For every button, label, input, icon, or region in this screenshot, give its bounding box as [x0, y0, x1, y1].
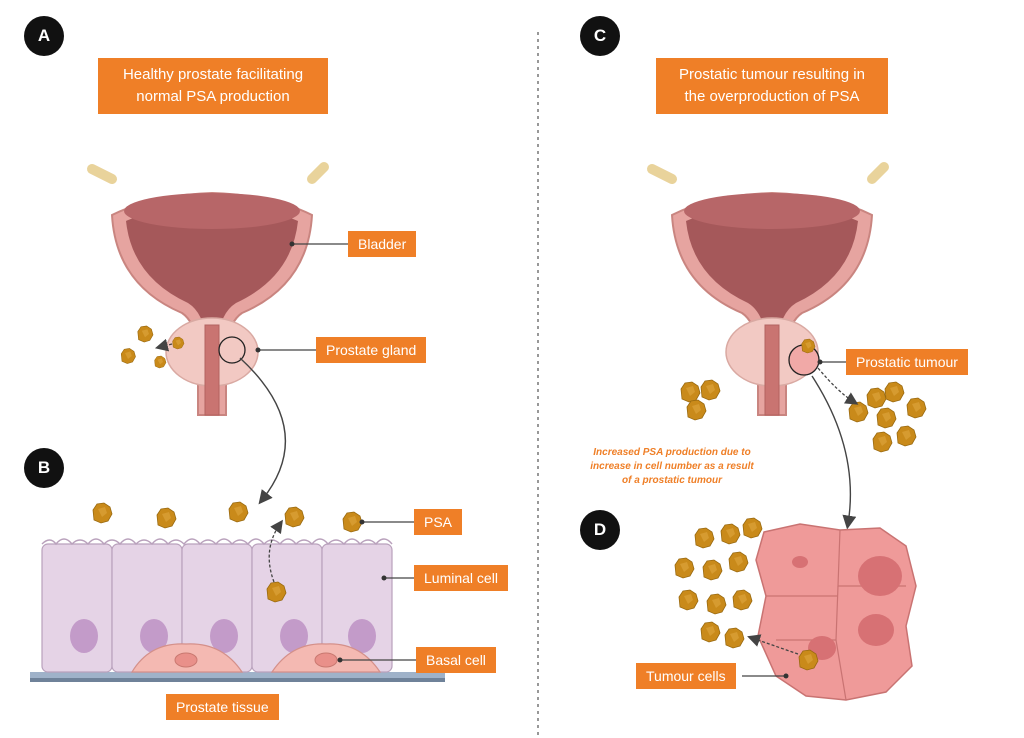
tumour-caption-line2: increase in cell number as a result: [590, 461, 754, 472]
panel-c-title-line2: the overproduction of PSA: [684, 88, 860, 105]
label-prostate-gland: Prostate gland: [316, 337, 427, 363]
panel-c-title-line1: Prostatic tumour resulting in: [679, 66, 865, 83]
panel-a-title-line1: Healthy prostate facilitating: [122, 66, 304, 83]
tumour-caption-line1: Increased PSA production due to: [593, 447, 751, 458]
zoom-arrow-healthy: [239, 357, 287, 505]
zoom-arrow-tumour: [811, 375, 857, 530]
nuclei: [70, 619, 376, 653]
label-bladder: Bladder: [348, 231, 417, 257]
prostate-gland-healthy: [165, 317, 259, 416]
panel-badge-b: B: [24, 448, 64, 488]
zoom-circle-healthy: [218, 336, 246, 364]
label-basal-cell: Basal cell: [416, 647, 496, 673]
bladder-healthy: [87, 162, 329, 416]
tumour-caption: Increased PSA production due to increase…: [584, 446, 760, 488]
psa-released-tumour: [680, 367, 927, 453]
label-psa: PSA: [414, 509, 463, 535]
panel-badge-a: A: [24, 16, 64, 56]
psa-overproduced: [674, 517, 819, 671]
panel-a-title-line2: normal PSA production: [136, 88, 290, 105]
label-luminal-cell: Luminal cell: [414, 565, 508, 591]
label-tumour-cells: Tumour cells: [636, 663, 736, 689]
tumour-cell-cluster: [755, 523, 917, 701]
microvilli: [41, 538, 393, 546]
basal-cells: [130, 643, 382, 673]
panel-c-title: Prostatic tumour resulting in the overpr…: [656, 58, 888, 114]
prostate-tissue: [30, 501, 445, 682]
panel-badge-c: C: [580, 16, 620, 56]
prostate-gland-tumour: [725, 317, 820, 416]
panel-badge-d: D: [580, 510, 620, 550]
tumour-caption-line3: of a prostatic tumour: [621, 475, 722, 486]
panel-a-title: Healthy prostate facilitating normal PSA…: [98, 58, 328, 114]
label-prostate-tissue: Prostate tissue: [166, 694, 279, 720]
luminal-cells: [41, 543, 393, 673]
label-prostatic-tumour: Prostatic tumour: [846, 349, 968, 375]
psa-released-healthy: [120, 325, 185, 369]
bladder-tumour: [647, 162, 889, 416]
psa-secreted: [92, 501, 363, 603]
